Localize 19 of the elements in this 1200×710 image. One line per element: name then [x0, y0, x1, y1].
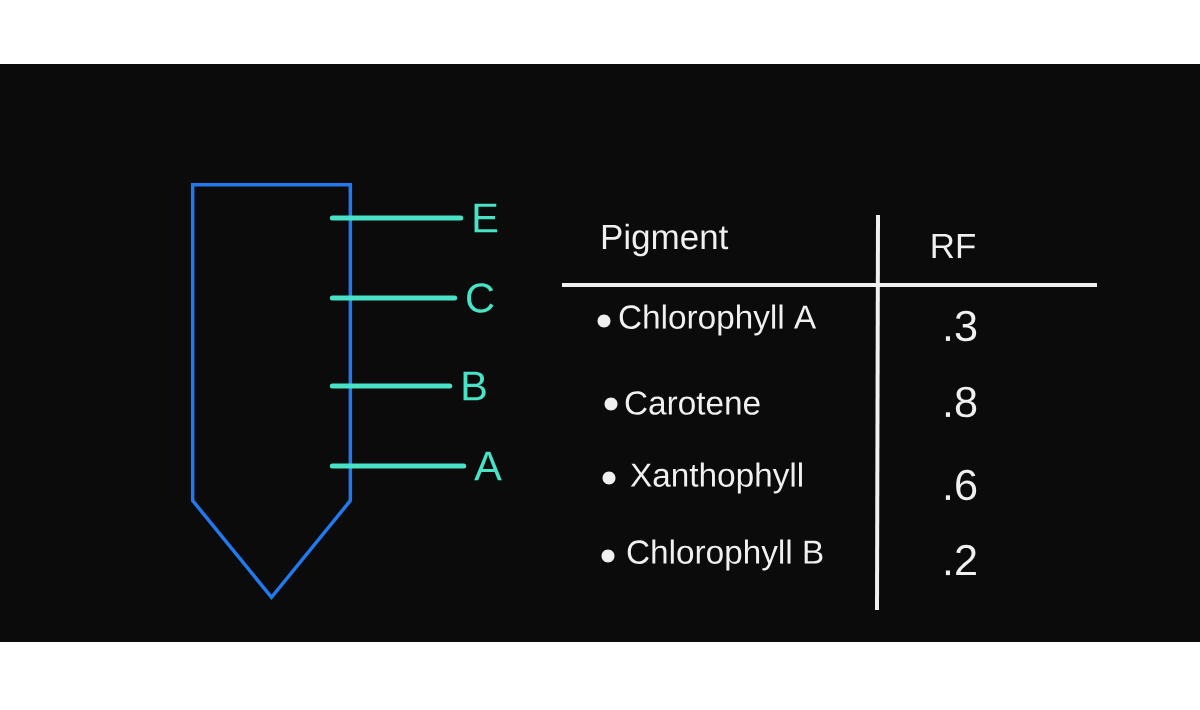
- pigment-name: Chlorophyll A: [619, 304, 817, 336]
- band-letter: E: [474, 203, 498, 233]
- pigment-name: Chlorophyll B: [627, 539, 823, 571]
- leader-line: [329, 215, 464, 221]
- paper-strip: [190, 182, 353, 601]
- band-letter: A: [474, 451, 502, 481]
- leader-line: [329, 295, 458, 301]
- band-letter: B: [463, 371, 486, 401]
- column-heading: Pigment: [602, 223, 729, 257]
- band-letter: C: [467, 283, 494, 313]
- pigment-name: Carotene: [625, 391, 760, 415]
- column-heading: RF: [932, 233, 975, 259]
- rf-value: .6: [945, 469, 977, 501]
- leader-line: [329, 383, 453, 389]
- rf-value: .2: [945, 544, 976, 576]
- rf-value: .3: [945, 310, 977, 342]
- pigment-name: Xanthophyll: [630, 462, 802, 494]
- leader-line: [329, 463, 467, 469]
- rf-value: .8: [945, 386, 977, 418]
